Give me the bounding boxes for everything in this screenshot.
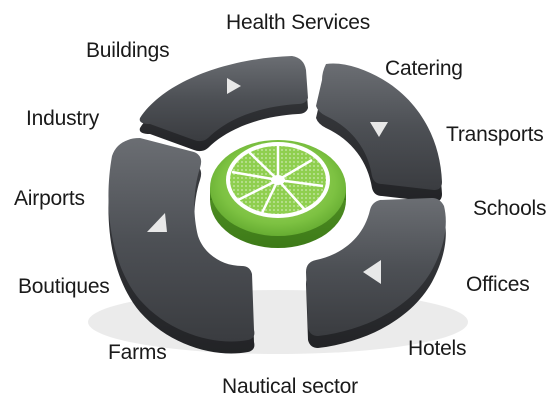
label-schools: Schools <box>473 197 547 220</box>
label-offices: Offices <box>466 273 530 296</box>
label-hotels: Hotels <box>408 337 467 360</box>
label-health-services: Health Services <box>226 11 371 34</box>
segment-top-right <box>316 63 442 202</box>
label-airports: Airports <box>14 187 85 210</box>
label-catering: Catering <box>385 57 463 80</box>
segment-right-bottom <box>306 198 446 348</box>
segment-left <box>108 138 255 354</box>
lime-slice-icon <box>210 140 346 248</box>
label-transports: Transports <box>446 123 544 146</box>
triangle-arrow-icon <box>363 260 381 284</box>
segment-top-left <box>139 56 308 152</box>
label-buildings: Buildings <box>86 39 170 62</box>
triangle-arrow-icon <box>227 78 241 94</box>
triangle-arrow-icon <box>147 213 167 232</box>
label-farms: Farms <box>108 341 167 364</box>
label-boutiques: Boutiques <box>18 275 110 298</box>
label-nautical-sector: Nautical sector <box>222 375 358 398</box>
label-industry: Industry <box>26 107 100 130</box>
triangle-arrow-icon <box>370 122 388 137</box>
